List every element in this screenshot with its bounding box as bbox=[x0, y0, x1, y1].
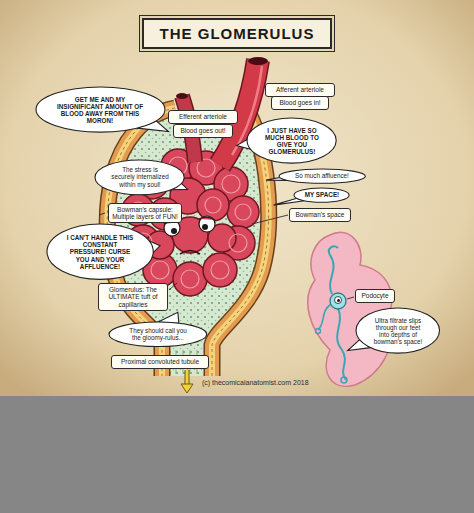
speech-bubble: They should call you the gloomy-rulus... bbox=[108, 321, 208, 348]
node-text: Ultra filtrate slips through our feet in… bbox=[370, 317, 426, 346]
node-text: Bowman's space bbox=[293, 211, 347, 218]
leader-line bbox=[252, 215, 288, 224]
speech-bubble: I JUST HAVE SO MUCH BLOOD TO GIVE YOU GL… bbox=[246, 117, 337, 164]
podocyte bbox=[330, 293, 346, 309]
capillary-loops bbox=[235, 204, 251, 220]
label-box: Bowman's capsule: Multiple layers of FUN… bbox=[108, 203, 182, 224]
flow-arrow bbox=[181, 384, 193, 393]
bubble-body bbox=[294, 188, 349, 202]
leader-line bbox=[347, 297, 354, 299]
bubble-body bbox=[47, 224, 153, 279]
glomerulus-face bbox=[202, 224, 208, 230]
background bbox=[0, 396, 474, 513]
flow-arrow bbox=[186, 370, 189, 385]
node-text: MY SPACE! bbox=[304, 191, 340, 198]
title-bar: THE GLOMERULUS bbox=[0, 18, 474, 49]
podocyte bbox=[337, 299, 340, 302]
capillary-loops bbox=[229, 234, 247, 252]
node-text: They should call you the gloomy-rulus... bbox=[125, 327, 191, 341]
efferent-arteriole bbox=[176, 93, 188, 99]
podocyte bbox=[308, 232, 392, 386]
capillary-loops bbox=[205, 197, 221, 213]
label-box: Proximal convoluted tubule bbox=[111, 355, 209, 368]
label-box: Afferent arteriole bbox=[265, 83, 335, 96]
leader-line bbox=[169, 283, 177, 290]
label-box: Blood goes out! bbox=[173, 124, 233, 137]
node-text: Glomerulus: The ULTIMATE tuft of capilla… bbox=[102, 286, 164, 308]
bubble-body bbox=[356, 308, 440, 353]
label-box: Blood goes in! bbox=[271, 96, 329, 109]
speech-bubble: So much affluence! bbox=[278, 168, 366, 184]
speech-bubble: Ultra filtrate slips through our feet in… bbox=[355, 307, 441, 354]
node-text: Blood goes out! bbox=[177, 127, 229, 134]
speech-bubble: GET ME AND MY INSIGNIFICANT AMOUNT OF BL… bbox=[35, 86, 166, 133]
glomerulus-face bbox=[180, 251, 200, 255]
capillary-loops bbox=[151, 261, 169, 279]
node-text: GET ME AND MY INSIGNIFICANT AMOUNT OF BL… bbox=[56, 96, 144, 125]
label-box: Glomerulus: The ULTIMATE tuft of capilla… bbox=[98, 283, 168, 311]
leader-line bbox=[99, 213, 105, 215]
glomerulus-face bbox=[199, 217, 215, 220]
node-text: Efferent arteriole bbox=[172, 113, 234, 120]
afferent-arteriole bbox=[248, 57, 268, 65]
capillary-tuft bbox=[173, 262, 207, 296]
podocyte bbox=[335, 297, 342, 304]
node-text: I JUST HAVE SO MUCH BLOOD TO GIVE YOU GL… bbox=[262, 127, 322, 156]
capillary-tuft bbox=[203, 253, 237, 287]
node-text: Blood goes in! bbox=[275, 99, 325, 106]
node-text: Bowman's capsule: Multiple layers of FUN… bbox=[112, 206, 178, 221]
bubble-body bbox=[95, 160, 184, 195]
podocyte bbox=[308, 232, 392, 386]
node-text: Afferent arteriole bbox=[269, 86, 331, 93]
podocyte bbox=[337, 308, 346, 380]
podocyte bbox=[329, 246, 338, 294]
background bbox=[0, 0, 474, 396]
label-box: Bowman's space bbox=[289, 208, 351, 221]
podocyte bbox=[318, 304, 331, 330]
node-text: I CAN'T HANDLE THIS CONSTANT PRESSURE! C… bbox=[64, 234, 136, 270]
capillary-loops bbox=[222, 175, 240, 193]
flow-arrow bbox=[185, 370, 190, 385]
glomerulus-face bbox=[171, 228, 177, 234]
node-text: Proximal convoluted tubule bbox=[115, 358, 205, 365]
flow-arrow bbox=[181, 370, 193, 393]
capillary-loops bbox=[181, 270, 199, 288]
label-box: Efferent arteriole bbox=[168, 110, 238, 123]
podocyte bbox=[341, 377, 347, 383]
speech-bubble: The stress is securely internalized with… bbox=[94, 159, 185, 196]
node-text: The stress is securely internalized with… bbox=[110, 166, 170, 188]
label-box: Podocyte bbox=[355, 289, 395, 302]
capillary-loops bbox=[197, 159, 215, 177]
podocyte bbox=[316, 329, 321, 334]
glomerulus-face bbox=[199, 216, 215, 232]
bubble-body bbox=[109, 322, 207, 347]
bubble-body bbox=[247, 118, 336, 163]
node-text: Podocyte bbox=[359, 292, 391, 299]
capillary-loops bbox=[211, 261, 229, 279]
speech-bubble: I CAN'T HANDLE THIS CONSTANT PRESSURE! C… bbox=[46, 223, 154, 280]
bubble-body bbox=[279, 169, 365, 183]
capillary-tuft bbox=[197, 189, 229, 221]
copyright-note: (c) thecomicalanatomist.com 2018 bbox=[202, 379, 309, 386]
speech-bubble: MY SPACE! bbox=[293, 187, 350, 203]
node-text: So much affluence! bbox=[293, 172, 351, 179]
bubble-body bbox=[36, 87, 165, 132]
title: THE GLOMERULUS bbox=[142, 18, 333, 49]
